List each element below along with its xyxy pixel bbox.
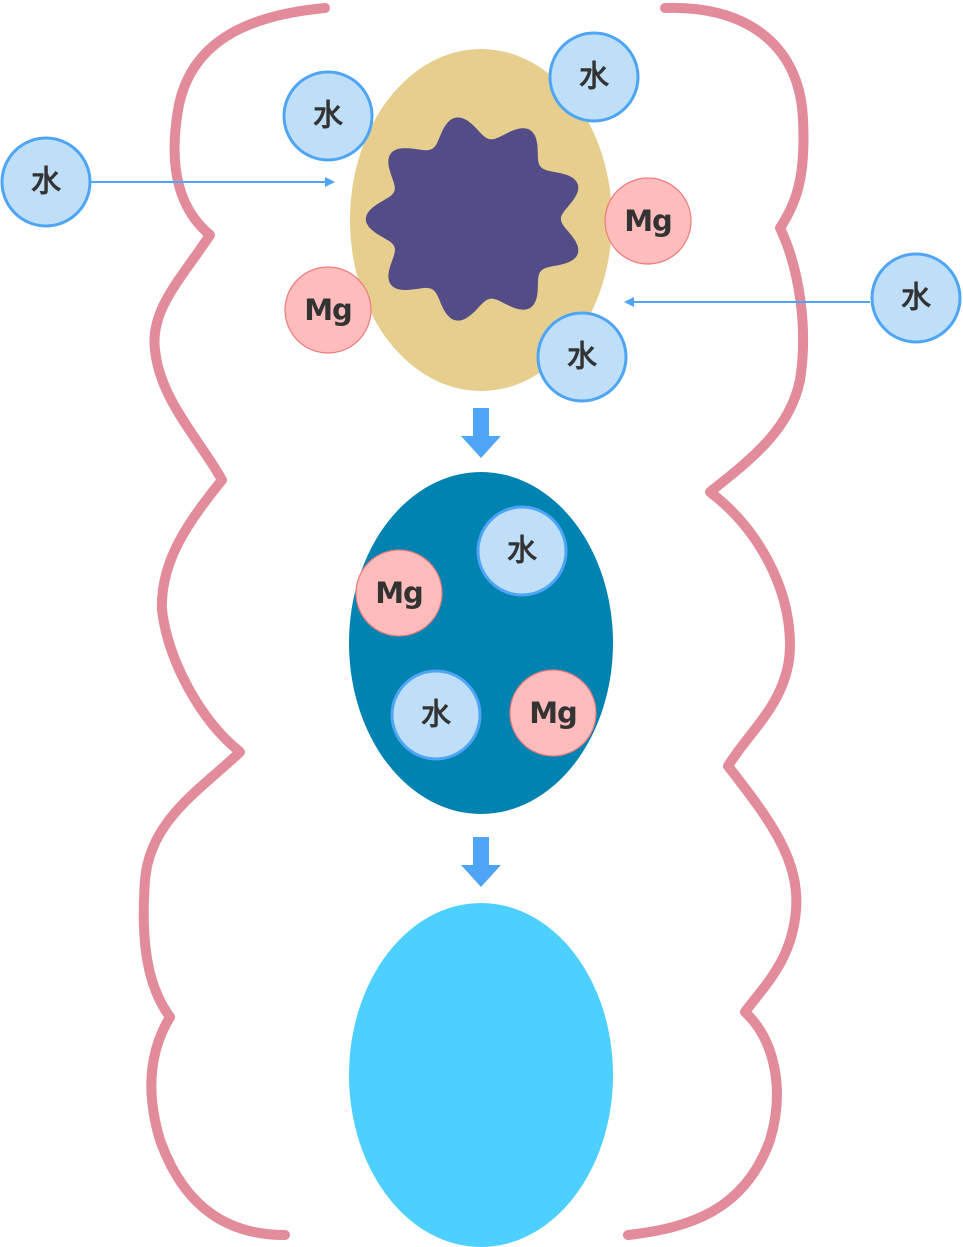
water-molecule-circle [536,311,628,403]
stage2-body [349,472,613,814]
water-label: 水 [901,281,932,316]
water-molecule-circle [0,136,92,228]
left-cell-wall [138,3,330,1240]
water-label: 水 [579,60,610,95]
mg-right: Mg [604,177,692,265]
right-cell-wall [623,2,809,1240]
water-bottom-right: 水 [536,311,628,403]
water-outside-left: 水 [0,136,92,228]
water-molecule-circle [870,252,962,344]
mg-label: Mg [304,293,352,327]
water-inside-1: 水 [476,505,568,597]
water-top-right: 水 [548,31,640,123]
mg-inside-2: Mg [509,669,597,757]
magnesium-ion-circle [509,669,597,757]
water-inside-2: 水 [390,669,482,761]
stage1-wavy-core [365,117,579,321]
stage3-body [349,903,613,1247]
water-label: 水 [567,340,598,375]
down-arrow-1 [461,408,501,458]
mg-inside-1: Mg [355,549,443,637]
mg-left: Mg [284,266,372,354]
magnesium-ion-circle [284,266,372,354]
water-outside-right: 水 [870,252,962,344]
down-arrow-2 [461,837,501,887]
water-top-left: 水 [282,70,374,162]
mg-label: Mg [624,204,672,238]
water-label: 水 [313,99,344,134]
water-molecule-circle [548,31,640,123]
mg-label: Mg [375,576,423,610]
water-label: 水 [421,698,452,733]
water-molecule-circle [476,505,568,597]
magnesium-ion-circle [604,177,692,265]
water-molecule-circle [282,70,374,162]
magnesium-ion-circle [355,549,443,637]
water-molecule-circle [390,669,482,761]
mg-label: Mg [529,696,577,730]
water-label: 水 [507,534,538,569]
water-label: 水 [31,165,62,200]
